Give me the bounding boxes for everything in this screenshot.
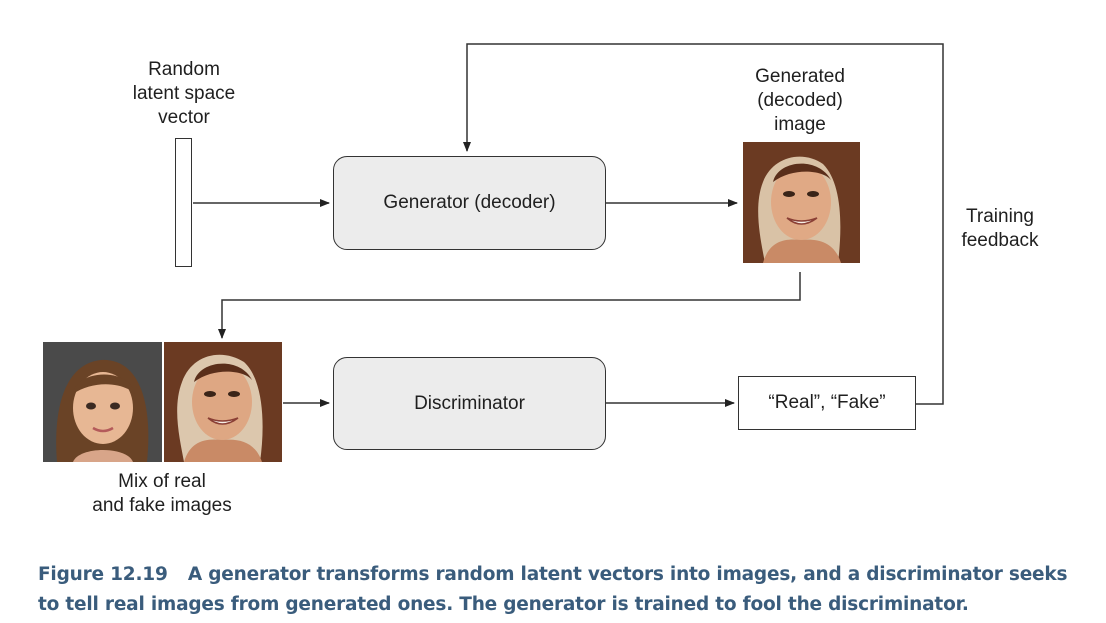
discriminator-box: Discriminator [333, 357, 606, 450]
figure-caption: Figure 12.19 A generator transforms rand… [38, 560, 1078, 620]
connector-lines [193, 43, 944, 407]
latent-vector-bar [175, 138, 192, 267]
real-fake-output-box: “Real”, “Fake” [738, 376, 916, 430]
figure-number: Figure 12.19 [38, 564, 168, 585]
arrow-image-to-mix [218, 272, 801, 339]
discriminator-label: Discriminator [414, 392, 525, 414]
training-feedback-label: Training feedback [961, 206, 1039, 251]
arrow-training-feedback [463, 43, 944, 405]
generator-label: Generator (decoder) [383, 192, 556, 213]
gan-diagram: Random latent space vector Generator (de… [43, 43, 1039, 516]
real-fake-label: “Real”, “Fake” [768, 392, 886, 413]
figure-caption-text: A generator transforms random latent vec… [38, 564, 1068, 615]
mix-images-label: Mix of real and fake images [92, 471, 232, 516]
latent-vector-label: Random latent space vector [132, 59, 236, 128]
fake-face-image [164, 342, 282, 462]
generated-image-label: Generated (decoded) image [755, 66, 845, 135]
generator-box: Generator (decoder) [333, 156, 606, 250]
generated-face-image [743, 142, 860, 263]
real-face-image [43, 342, 162, 462]
